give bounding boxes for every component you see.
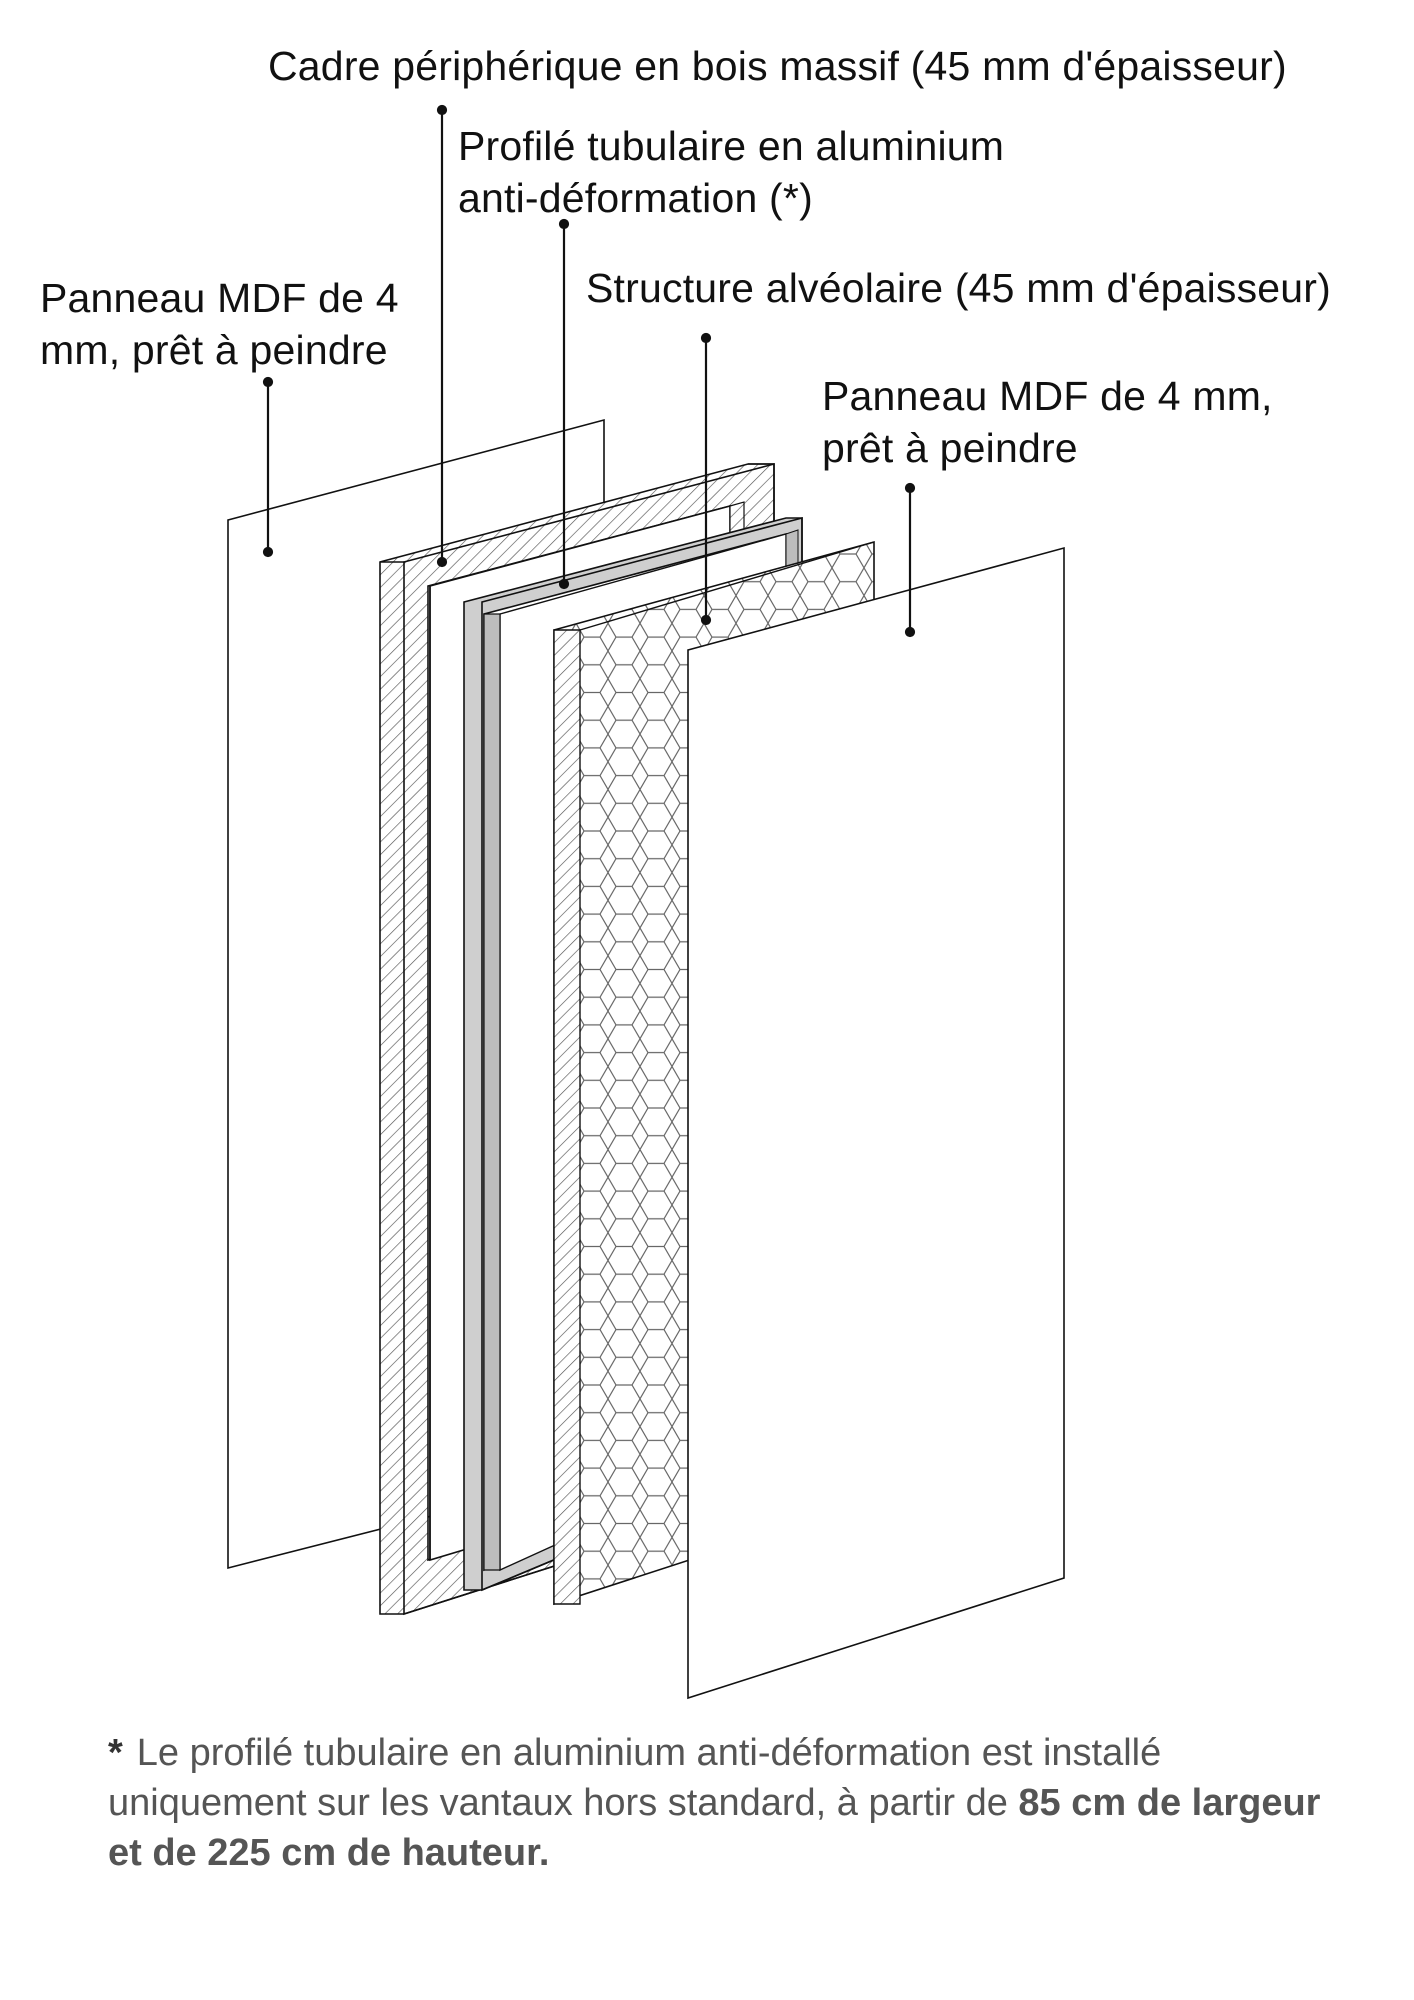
- label-aluminium-profile-line1: Profilé tubulaire en aluminium: [458, 123, 1005, 169]
- label-aluminium-profile-line2: anti-déformation (*): [458, 175, 813, 221]
- label-wood-frame: Cadre périphérique en bois massif (45 mm…: [268, 40, 1287, 92]
- label-mdf-right-line1: Panneau MDF de 4 mm,: [822, 373, 1273, 419]
- footnote-marker: *: [108, 1732, 123, 1774]
- footnote-bold-text: 85 cm de largeur et de 225 cm de hauteur…: [108, 1782, 1321, 1874]
- label-aluminium-profile: Profilé tubulaire en aluminium anti-défo…: [458, 120, 1004, 224]
- leader-aluminium-profile: [558, 218, 570, 590]
- label-mdf-left-line1: Panneau MDF de 4: [40, 275, 399, 321]
- label-mdf-right: Panneau MDF de 4 mm, prêt à peindre: [822, 370, 1273, 474]
- leader-honeycomb: [700, 332, 712, 626]
- leader-mdf-left: [262, 376, 274, 558]
- leader-lines: [262, 104, 916, 638]
- label-wood-frame-text: Cadre périphérique en bois massif (45 mm…: [268, 43, 1287, 89]
- footnote: *Le profilé tubulaire en aluminium anti-…: [108, 1728, 1328, 1878]
- leader-mdf-right: [904, 482, 916, 638]
- label-mdf-left-line2: mm, prêt à peindre: [40, 327, 388, 373]
- footnote-text: Le profilé tubulaire en aluminium anti-d…: [108, 1732, 1162, 1824]
- mdf-panel-right: [687, 546, 1065, 1700]
- label-mdf-left: Panneau MDF de 4 mm, prêt à peindre: [40, 272, 399, 376]
- leader-wood-frame: [436, 104, 448, 568]
- label-honeycomb: Structure alvéolaire (45 mm d'épaisseur): [586, 262, 1331, 314]
- label-mdf-right-line2: prêt à peindre: [822, 425, 1078, 471]
- label-honeycomb-text: Structure alvéolaire (45 mm d'épaisseur): [586, 265, 1332, 311]
